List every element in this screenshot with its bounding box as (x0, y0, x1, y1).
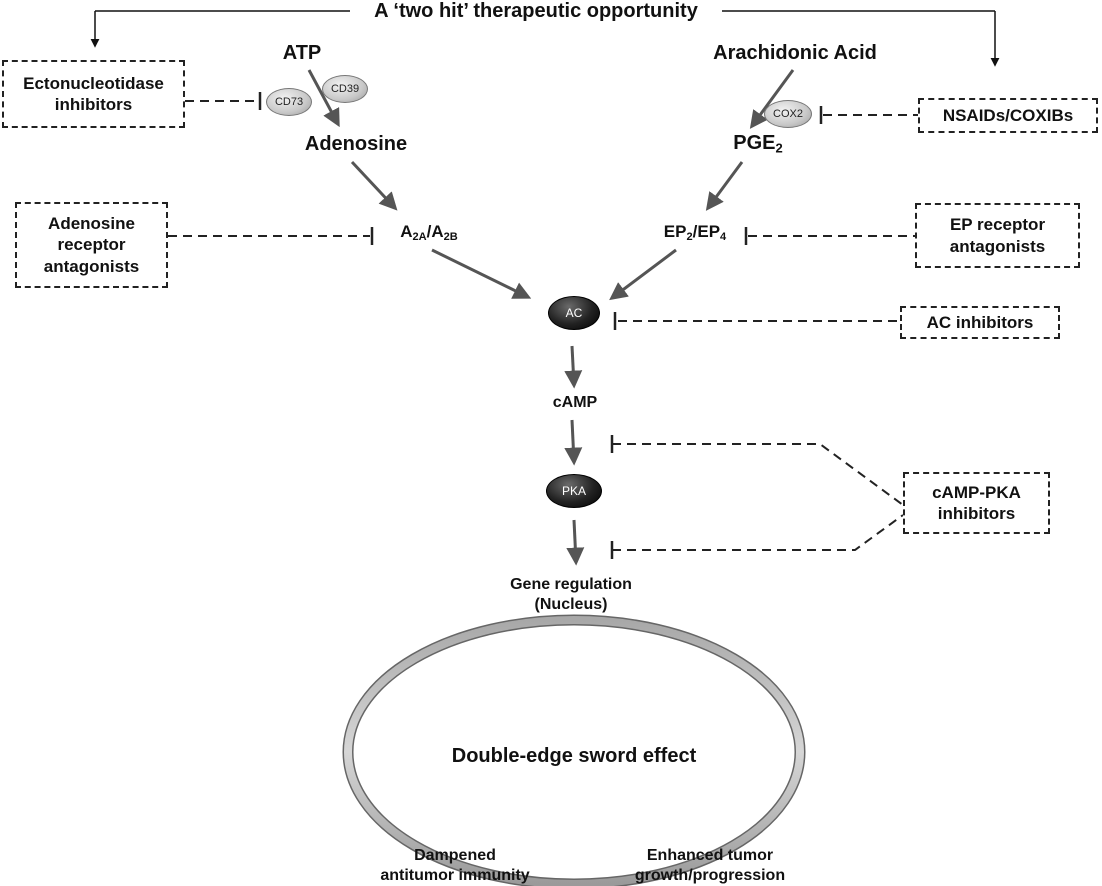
adenosine-to-receptor-arrow (350, 160, 398, 211)
nsaids-coxibs-box: NSAIDs/COXIBs (918, 98, 1098, 133)
gene-regulation-line2: (Nucleus) (534, 596, 608, 613)
ectonucleotidase-inhibitors-box: Ectonucleotidase inhibitors (2, 60, 185, 128)
ep2-ep4-receptor: EP2/EP4 (663, 222, 727, 243)
pge2-to-ep-arrow (705, 161, 744, 211)
camp-label: cAMP (552, 394, 598, 411)
dampened-line2: antitumor immunity (380, 867, 530, 884)
gene-regulation-line1: Gene regulation (510, 576, 632, 593)
cd39-enzyme: CD39 (322, 75, 368, 103)
adenosine-label: Adenosine (304, 133, 408, 155)
pka-node: PKA (546, 474, 602, 508)
camp-pka-line1: cAMP-PKA (932, 482, 1021, 502)
atp-to-adenosine-arrow (307, 69, 340, 128)
pge2-label: PGE2 (733, 132, 783, 156)
pka-to-gene-arrow (566, 519, 585, 566)
arachidonic-to-pge2-arrow (749, 69, 795, 129)
dampened-immunity-label: Dampened antitumor immunity (350, 846, 560, 886)
double-edge-sword-label: Double-edge sword effect (451, 745, 697, 767)
inhibition-bars (258, 92, 823, 559)
atp-label: ATP (282, 42, 322, 64)
camp-inhibition-line (612, 443, 904, 506)
ep-line1: EP receptor (949, 215, 1046, 235)
ac-inhibitors-box: AC inhibitors (900, 306, 1060, 339)
two-hit-bracket (90, 10, 1000, 67)
enhanced-line1: Enhanced tumor (646, 847, 774, 864)
pka-inhibition-line (612, 514, 904, 551)
ac-to-camp-arrow (564, 345, 583, 389)
ara-line1: Adenosine (48, 214, 135, 234)
cd73-enzyme: CD73 (266, 88, 312, 116)
cox2-enzyme: COX2 (764, 100, 812, 128)
gene-regulation-label: Gene regulation (Nucleus) (496, 575, 646, 615)
inhibition-lines (168, 100, 918, 551)
camp-pka-line2: inhibitors (937, 504, 1016, 523)
pathway-arrows (307, 69, 795, 566)
enhanced-line2: growth/progression (634, 867, 786, 884)
ac-node: AC (548, 296, 600, 330)
a2a-a2b-receptor: A2A/A2B (400, 222, 458, 243)
ep-receptor-antagonists-box: EP receptor antagonists (915, 203, 1080, 268)
ara-line2: receptor (57, 235, 126, 255)
dampened-line1: Dampened (414, 847, 496, 864)
arachidonic-acid-label: Arachidonic Acid (713, 42, 877, 64)
two-hit-title: A ‘two hit’ therapeutic opportunity (374, 0, 698, 22)
ecto-line1: Ectonucleotidase (23, 73, 164, 93)
ara-line3: antagonists (43, 256, 140, 276)
camp-pka-inhibitors-box: cAMP-PKA inhibitors (903, 472, 1050, 534)
camp-to-pka-arrow (564, 419, 583, 466)
a2-to-ac-arrow (431, 248, 532, 299)
ecto-line2: inhibitors (54, 95, 133, 114)
ep-to-ac-arrow (609, 248, 677, 301)
enhanced-tumor-label: Enhanced tumor growth/progression (600, 846, 820, 886)
ep-line2: antagonists (949, 236, 1046, 256)
adenosine-receptor-antagonists-box: Adenosine receptor antagonists (15, 202, 168, 288)
nucleus-ring (342, 614, 806, 886)
